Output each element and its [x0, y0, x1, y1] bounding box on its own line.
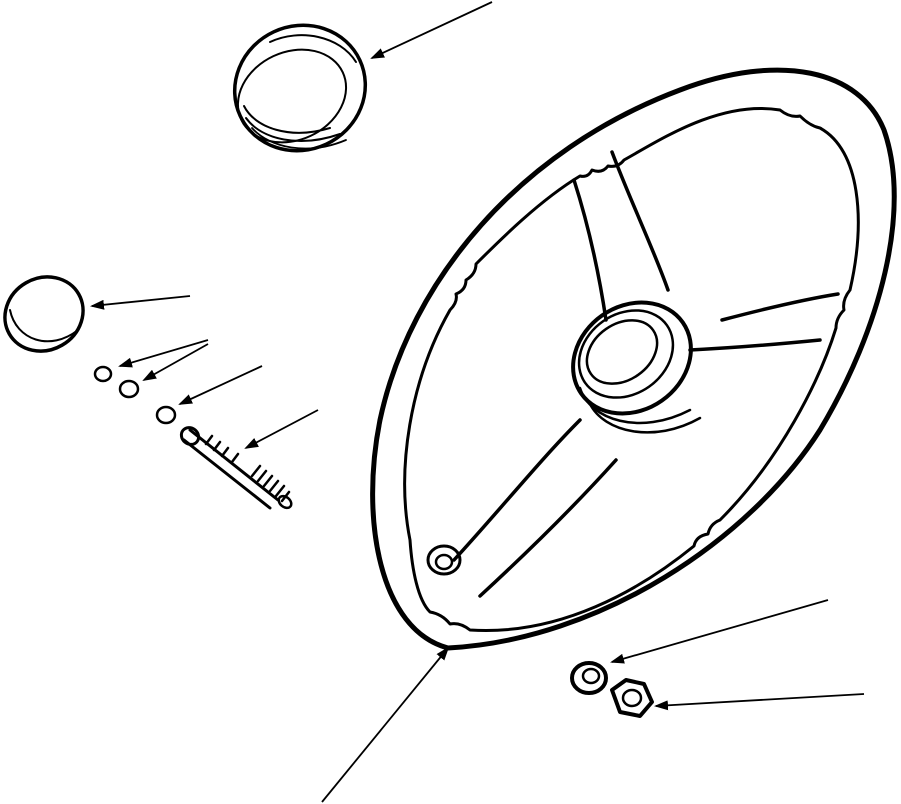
leader-arrow — [321, 646, 450, 803]
leader-arrow — [90, 295, 191, 310]
leader-arrow — [118, 339, 209, 368]
small-washer-icon — [93, 365, 113, 383]
leader-arrow — [654, 693, 865, 711]
small-cap-icon — [3, 275, 85, 353]
small-washer-icon — [118, 379, 140, 399]
leader-arrow — [610, 599, 829, 664]
threaded-screw-icon — [179, 426, 293, 510]
leader-arrow — [178, 365, 263, 405]
leader-lines — [90, 1, 865, 803]
steering-wheel-icon — [370, 67, 897, 651]
hex-nut-icon — [610, 678, 654, 718]
small-washer-icon — [155, 405, 177, 425]
horn-cap-icon — [232, 23, 368, 153]
leader-arrow — [244, 409, 319, 449]
leader-arrow — [370, 1, 493, 59]
lock-washer-icon — [570, 661, 608, 695]
leader-arrow — [142, 343, 209, 381]
